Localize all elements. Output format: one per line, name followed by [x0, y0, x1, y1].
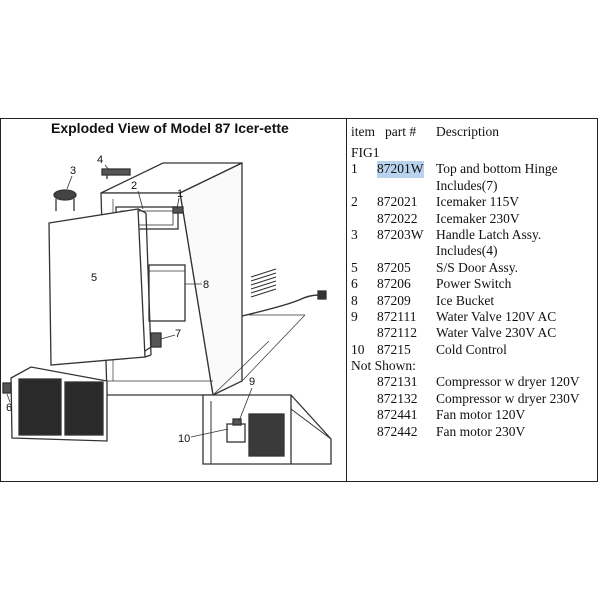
- power-cord: [241, 294, 320, 317]
- header-description: Description: [436, 124, 499, 139]
- cabinet-rear-vent: [250, 268, 277, 298]
- row-item: 2: [351, 194, 358, 210]
- table-row: 5 87205 S/S Door Assy.: [351, 260, 595, 276]
- row-part-number: 872112: [377, 325, 417, 341]
- handle-latch: [53, 189, 77, 211]
- row-part-number: 872022: [377, 210, 418, 226]
- callout-4: 4: [97, 154, 103, 166]
- row-part-number: 87209: [377, 292, 411, 308]
- row-description: Icemaker 230V: [436, 210, 520, 226]
- row-item: 3: [351, 226, 358, 242]
- table-row: 872022 Icemaker 230V: [351, 211, 595, 227]
- exploded-view-drawing: 1 2 3 4 5 6 7 8 9 10: [2, 154, 332, 465]
- row-description: S/S Door Assy.: [436, 259, 519, 275]
- row-description: Top and bottom Hinge: [436, 161, 558, 177]
- callout-1: 1: [177, 188, 183, 200]
- row-part-number: 87205: [377, 259, 411, 275]
- door-assembly: [48, 208, 152, 366]
- row-item: 6: [351, 276, 358, 292]
- header-item: item: [351, 124, 375, 139]
- row-part-number: 87206: [377, 276, 411, 292]
- row-part-number: 87203W: [377, 226, 424, 242]
- row-description: Power Switch: [436, 276, 512, 292]
- table-row: 1 87201W Top and bottom Hinge: [351, 161, 595, 178]
- table-row: 10 87215 Cold Control: [351, 342, 595, 358]
- row-description: Compressor w dryer 230V: [436, 390, 580, 406]
- table-row: 872442 Fan motor 230V: [351, 424, 595, 440]
- table-row: 9 872111 Water Valve 120V AC: [351, 309, 595, 325]
- row-item: 8: [351, 292, 358, 308]
- row-part-number: 872021: [377, 194, 418, 210]
- row-part-number: 872442: [377, 423, 418, 439]
- row-description: Water Valve 120V AC: [436, 308, 557, 324]
- callout-9: 9: [249, 376, 255, 388]
- callout-6: 6: [6, 402, 12, 414]
- table-row: 872112 Water Valve 230V AC: [351, 325, 595, 341]
- table-row: 6 87206 Power Switch: [351, 276, 595, 292]
- table-row: 872131 Compressor w dryer 120V: [351, 374, 595, 390]
- row-description: Icemaker 115V: [436, 194, 520, 210]
- table-row: Includes(4): [351, 243, 595, 259]
- row-description: Fan motor 230V: [436, 423, 526, 439]
- section-not-shown: Not Shown:: [351, 358, 416, 374]
- callout-2: 2: [131, 180, 137, 192]
- row-part-number: 872131: [377, 374, 418, 390]
- row-item: 10: [351, 341, 365, 357]
- diagram-frame: Exploded View of Model 87 Icer-ette: [0, 118, 598, 482]
- row-description: Includes(4): [436, 243, 498, 259]
- callout-7: 7: [175, 328, 181, 340]
- latch-part: [101, 168, 131, 179]
- row-item: 5: [351, 259, 358, 275]
- row-description: Handle Latch Assy.: [436, 226, 542, 242]
- row-description: Compressor w dryer 120V: [436, 374, 580, 390]
- row-description: Fan motor 120V: [436, 407, 526, 423]
- callout-5: 5: [91, 272, 97, 284]
- top-hinge: [172, 206, 184, 214]
- not-shown-rows: 872131 Compressor w dryer 120V 872132 Compr…: [351, 374, 595, 440]
- row-item: 1: [351, 161, 358, 177]
- row-part-number: 872132: [377, 390, 418, 406]
- callout-3: 3: [70, 165, 76, 177]
- table-row: 8 87209 Ice Bucket: [351, 293, 595, 309]
- section-fig: FIG1: [351, 145, 380, 160]
- front-grille: [10, 366, 108, 442]
- column-divider: [346, 119, 347, 481]
- row-description: Water Valve 230V AC: [436, 325, 557, 341]
- table-row: 872132 Compressor w dryer 230V: [351, 391, 595, 407]
- row-item: 9: [351, 308, 358, 324]
- table-row: 2 872021 Icemaker 115V: [351, 194, 595, 210]
- row-part-number: 872441: [377, 407, 418, 423]
- ice-bucket: [148, 264, 186, 322]
- row-part-number: 87201W: [377, 161, 424, 178]
- row-description: Includes(7): [436, 177, 498, 193]
- row-description: Cold Control: [436, 341, 507, 357]
- callout-10: 10: [178, 433, 190, 445]
- row-part-number: 87215: [377, 341, 411, 357]
- cord-plug: [317, 290, 327, 300]
- power-switch: [2, 382, 12, 394]
- row-description: Ice Bucket: [436, 292, 495, 308]
- table-row: 3 87203W Handle Latch Assy.: [351, 227, 595, 243]
- diagram-title: Exploded View of Model 87 Icer-ette: [51, 120, 289, 136]
- inset-compressor-view: [202, 394, 332, 465]
- table-header: item part # Description: [351, 123, 595, 145]
- table-row: Includes(7): [351, 178, 595, 194]
- header-part: part #: [385, 124, 417, 139]
- leader-lines: [6, 164, 253, 438]
- row-part-number: 872111: [377, 308, 417, 324]
- callout-8: 8: [203, 279, 209, 291]
- table-row: 872441 Fan motor 120V: [351, 407, 595, 423]
- bottom-hinge: [144, 332, 162, 352]
- parts-table: item part # Description FIG1 1 87201W Top …: [351, 123, 595, 440]
